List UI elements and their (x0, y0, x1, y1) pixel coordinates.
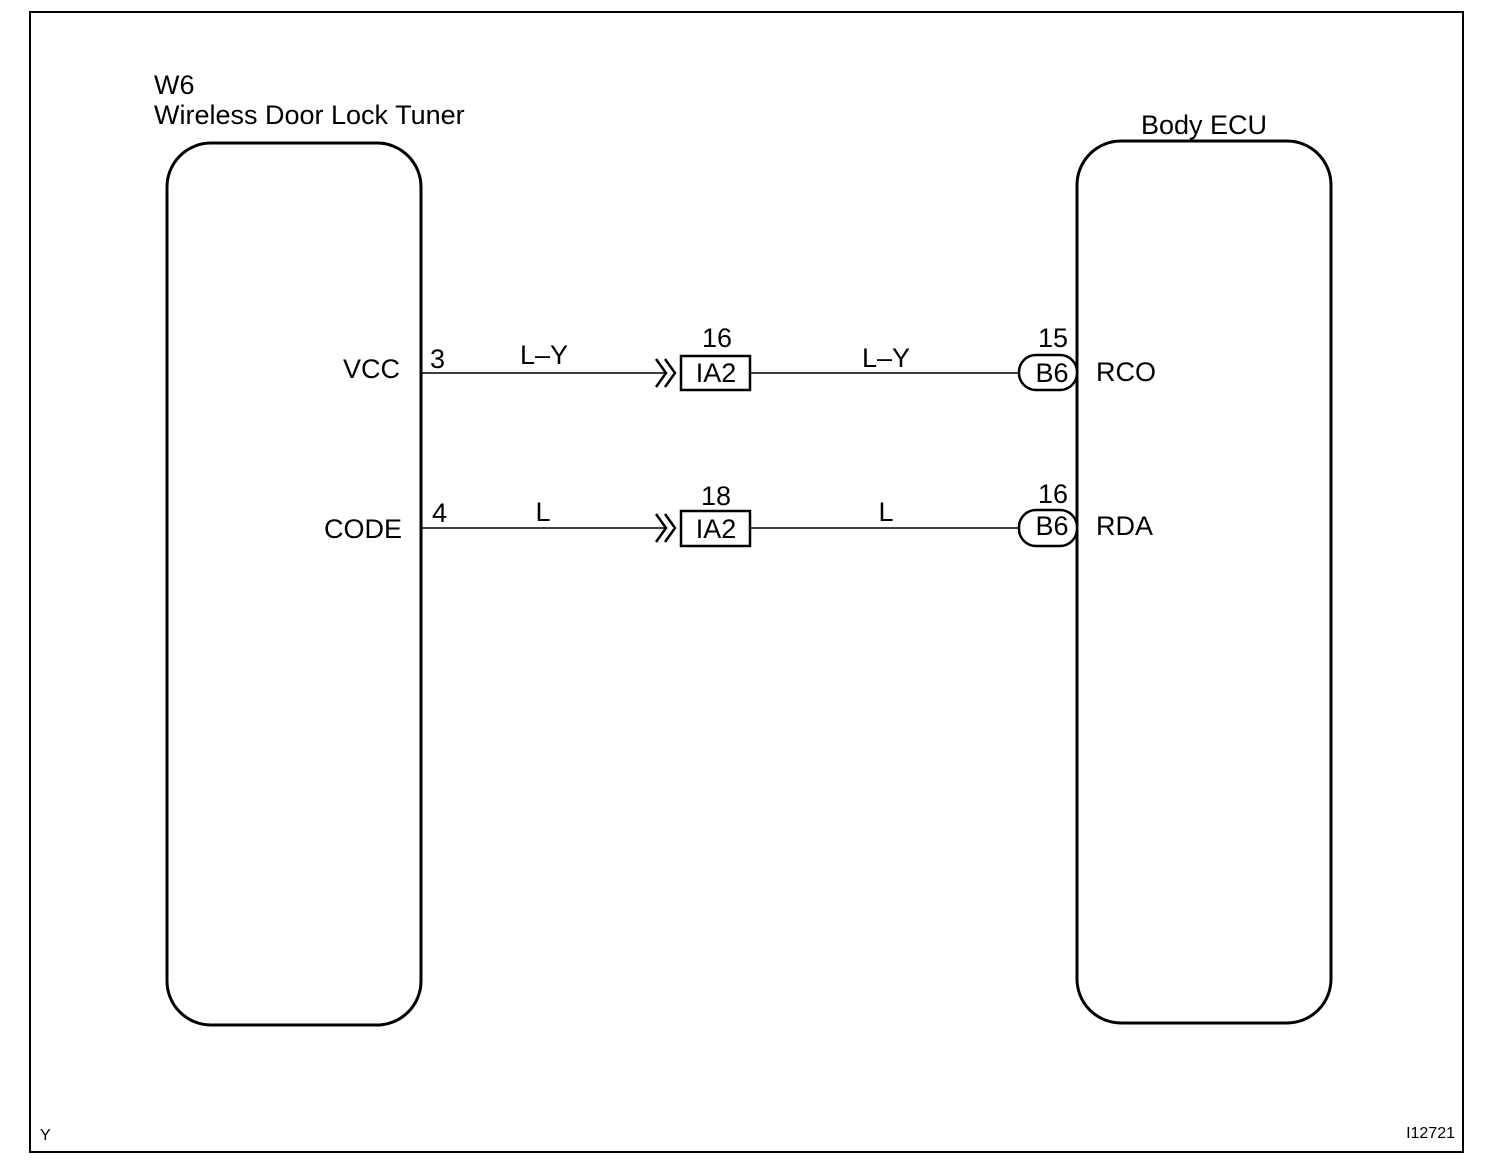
connector-b6 (1017, 508, 1079, 548)
connector-b6-label: B6 (1035, 511, 1068, 541)
pin-tuner-3: 3 (430, 344, 445, 374)
figure-id: I12721 (1406, 1125, 1455, 1142)
tuner-name: Wireless Door Lock Tuner (154, 100, 465, 130)
wire-color-vcc-right: L–Y (862, 343, 910, 373)
junction-ia2 (679, 509, 752, 548)
wire-color-vcc-left: L–Y (520, 340, 568, 370)
diagram-frame (29, 11, 1464, 1153)
signal-code: CODE (324, 514, 402, 544)
signal-rco: RCO (1096, 357, 1156, 387)
connector-chevron-icon (654, 358, 677, 388)
tuner-box (165, 141, 423, 1027)
connector-pin-16: 16 (1038, 479, 1068, 509)
wire-color-code-right: L (878, 497, 893, 527)
footer-left-mark: Y (40, 1127, 51, 1144)
connector-pin-15: 15 (1038, 323, 1068, 353)
tuner-code: W6 (154, 70, 195, 100)
junction-ia2 (679, 354, 752, 392)
ecu-name: Body ECU (1141, 110, 1267, 140)
wire-color-code-left: L (535, 497, 550, 527)
circuit-vcc-rco: VCC 3 L–Y 16 IA2 L–Y 15 B6 RCO (343, 323, 1156, 392)
connector-b6-label: B6 (1035, 358, 1068, 388)
pin-tuner-4: 4 (432, 498, 447, 528)
connector-chevron-icon (654, 513, 677, 543)
ecu-box (1075, 139, 1333, 1025)
signal-vcc: VCC (343, 354, 400, 384)
connector-b6 (1017, 353, 1079, 392)
junction-ia2-label: IA2 (696, 358, 737, 388)
junction-pin-16: 16 (702, 323, 732, 353)
signal-rda: RDA (1096, 511, 1153, 541)
circuit-code-rda: CODE 4 L 18 IA2 L 16 B6 RDA (324, 479, 1153, 548)
junction-pin-18: 18 (701, 481, 731, 511)
junction-ia2-label: IA2 (696, 514, 737, 544)
